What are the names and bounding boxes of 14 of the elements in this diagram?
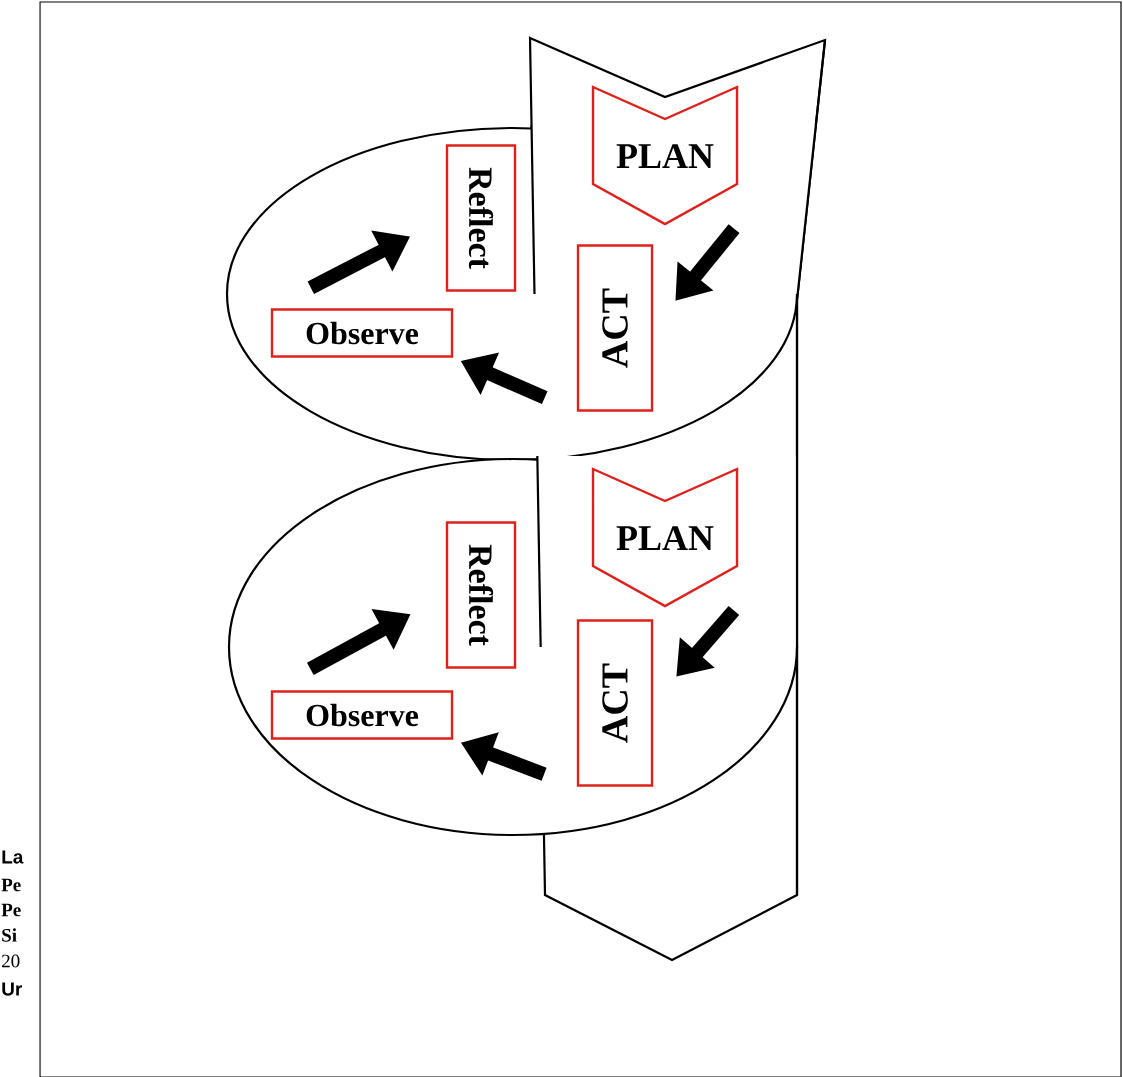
- process-box: Observe: [270, 308, 454, 358]
- process-box: Reflect: [445, 144, 517, 292]
- chevron-box: PLAN: [591, 85, 739, 226]
- text-fragment: 20: [2, 954, 20, 968]
- text-fragment: La: [2, 850, 24, 864]
- text-fragment: Pe: [1, 903, 21, 917]
- text-fragment: Ur: [2, 982, 23, 996]
- text-fragment: Pe: [1, 878, 21, 892]
- process-box: Reflect: [445, 521, 517, 669]
- process-box: ACT: [576, 244, 654, 412]
- process-box: Observe: [270, 690, 454, 740]
- process-box: ACT: [576, 619, 654, 787]
- chevron-box: PLAN: [591, 467, 739, 608]
- text-fragment: Si: [2, 928, 17, 942]
